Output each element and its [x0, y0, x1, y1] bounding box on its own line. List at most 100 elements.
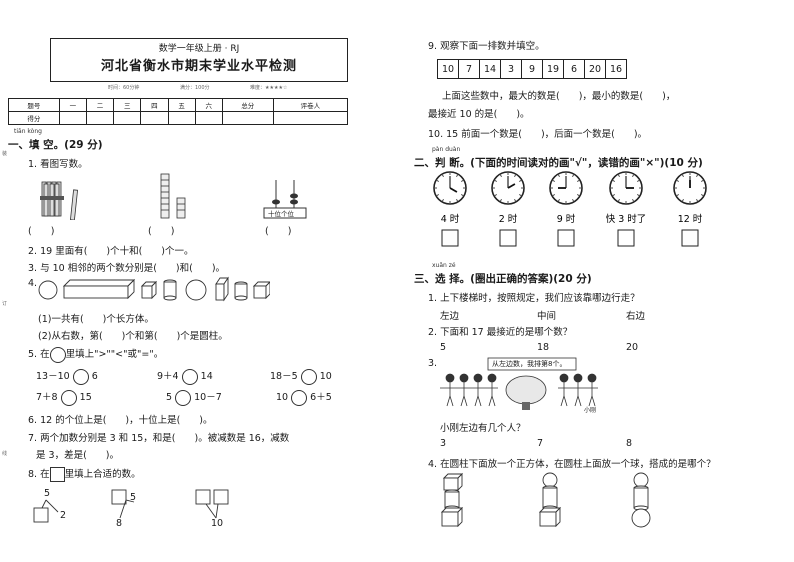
score-cell[interactable] — [113, 111, 142, 125]
score-cell[interactable] — [221, 111, 274, 125]
s3-q2-opt-2[interactable]: 18 — [537, 342, 550, 353]
clock-label: 12 时 — [678, 213, 703, 225]
s1-title: 一、填 空。(29 分) — [8, 139, 103, 151]
q2-text: 2. 19 里面有( )个十和( )个一。 — [28, 246, 194, 257]
score-header-cell: 六 — [194, 98, 223, 112]
clock-icon — [491, 171, 525, 205]
cube-tower-image — [160, 173, 186, 219]
abacus-image — [263, 180, 307, 219]
s3-pinyin: xuǎn zé — [432, 262, 456, 269]
clock-icon — [609, 171, 643, 205]
q3-name-label: 小刚 — [584, 407, 597, 414]
q9-line2: 最接近 10 的是( )。 — [428, 109, 530, 120]
s3-q2-opt-3[interactable]: 20 — [626, 342, 639, 353]
q7-text-1: 7. 两个加数分别是 3 和 15，和是( )。被减数是 16，减数 — [28, 433, 290, 444]
tree2-right: 5 — [130, 492, 137, 503]
meta-score: 满分：100分 — [180, 85, 210, 91]
answer-box[interactable] — [557, 229, 575, 247]
s3-q1: 1. 上下楼梯时，按照规定，我们应该靠哪边行走？ — [428, 293, 640, 304]
tree1-top: 5 — [44, 488, 51, 499]
clock-icon — [549, 171, 583, 205]
answer-square-icon — [49, 467, 65, 482]
answer-box[interactable] — [681, 229, 699, 247]
title-box: 数学一年级上册 · RJ 河北省衡水市期末学业水平检测 — [50, 38, 348, 82]
compare-circle[interactable] — [175, 389, 192, 406]
score-header-cell: 评卷人 — [272, 98, 349, 112]
number-cell: 19 — [542, 59, 564, 79]
score-header-cell: 四 — [140, 98, 169, 112]
score-header-cell: 五 — [167, 98, 196, 112]
clock-label: 快 3 时了 — [606, 213, 647, 225]
clock-label: 4 时 — [441, 213, 460, 225]
q1-blank-1[interactable]: ( ) — [28, 226, 55, 237]
clock-label: 9 时 — [557, 213, 576, 225]
compare-circle[interactable] — [291, 389, 308, 406]
score-header-cell: 三 — [113, 98, 142, 112]
answer-box[interactable] — [441, 229, 459, 247]
score-cell[interactable] — [58, 111, 87, 125]
q3-speech-bubble: 从左边数，我排第8个。 — [492, 360, 567, 368]
s3-q1-opt-1[interactable]: 左边 — [440, 311, 460, 322]
q4a-text: (1)一共有( )个长方体。 — [38, 314, 154, 325]
binding-mark-1: 装 — [2, 151, 8, 157]
q4b-text: (2)从右数，第( )个和第( )个是圆柱。 — [38, 331, 228, 342]
q5-prefix: 5. 在 — [28, 349, 50, 360]
q3-text: 3. 与 10 相邻的两个数分别是( )和( )。 — [28, 263, 226, 274]
compare-circle[interactable] — [181, 368, 198, 385]
meta-time: 时间：60分钟 — [108, 85, 140, 91]
tree2-bottom: 8 — [116, 518, 123, 529]
score-table: 题号 一 二 三 四 五 六 总分 评卷人 得分 — [8, 98, 349, 125]
score-header-cell: 题号 — [8, 98, 60, 112]
number-cell: 16 — [605, 59, 627, 79]
q5-suffix: 里填上">""<"或"="。 — [65, 349, 164, 360]
score-header-cell: 总分 — [221, 98, 274, 112]
number-cell: 6 — [563, 59, 585, 79]
s3-q3-question: 小刚左边有几个人？ — [440, 423, 526, 434]
s3-q2: 2. 下面和 17 最接近的是哪个数？ — [428, 327, 573, 338]
answer-box[interactable] — [499, 229, 517, 247]
number-cell: 7 — [458, 59, 480, 79]
clock-label: 2 时 — [499, 213, 518, 225]
compare-item-2: 9＋4 14 — [157, 368, 213, 385]
score-cell[interactable] — [140, 111, 169, 125]
number-cell: 3 — [500, 59, 522, 79]
q1-blank-2[interactable]: ( ) — [148, 226, 175, 237]
q1-blank-3[interactable]: ( ) — [265, 226, 292, 237]
clock-icon — [433, 171, 467, 205]
compare-circle[interactable] — [60, 389, 77, 406]
compare-circle[interactable] — [72, 368, 89, 385]
s2-title: 二、判 断。(下面的时间读对的画"√"，读错的画"×")(10 分) — [414, 157, 703, 169]
tree3-bottom: 10 — [211, 518, 224, 529]
compare-item-5: 5 10－7 — [166, 389, 222, 406]
s2-pinyin: pàn duàn — [432, 146, 461, 153]
s3-q2-opt-1[interactable]: 5 — [440, 342, 447, 353]
q6-text: 6. 12 的个位上是( )，十位上是( )。 — [28, 415, 213, 426]
number-trees-image — [33, 489, 229, 523]
score-cell[interactable] — [194, 111, 223, 125]
score-header-cell: 一 — [58, 98, 87, 112]
compare-item-4: 7＋8 15 — [36, 389, 92, 406]
children-queue-image — [440, 357, 598, 410]
s3-q4: 4. 在圆柱下面放一个正方体，在圆柱上面放一个球，搭成的是哪个？ — [428, 459, 716, 470]
s3-q1-opt-3[interactable]: 右边 — [626, 311, 646, 322]
compare-item-3: 18－5 10 — [270, 368, 332, 385]
s3-q1-opt-2[interactable]: 中间 — [537, 311, 557, 322]
q1-text: 1. 看图写数。 — [28, 159, 88, 170]
compare-circle[interactable] — [300, 368, 317, 385]
number-cell: 20 — [584, 59, 606, 79]
answer-box[interactable] — [617, 229, 635, 247]
score-header-cell: 二 — [85, 98, 115, 112]
compare-item-1: 13－10 6 — [36, 368, 98, 385]
s3-q3-opt-2[interactable]: 7 — [537, 438, 544, 449]
s3-q3-opt-3[interactable]: 8 — [626, 438, 633, 449]
q4-label: 4. — [28, 278, 38, 289]
s3-q3-opt-1[interactable]: 3 — [440, 438, 447, 449]
score-cell[interactable] — [167, 111, 196, 125]
score-cell[interactable] — [272, 111, 349, 125]
score-row-label: 得分 — [8, 111, 60, 125]
binding-mark-2: 订 — [2, 301, 8, 307]
score-cell[interactable] — [85, 111, 115, 125]
tree1-right: 2 — [60, 510, 67, 521]
clock-icon — [673, 171, 707, 205]
q7-text-2: 是 3，差是( )。 — [36, 450, 119, 461]
